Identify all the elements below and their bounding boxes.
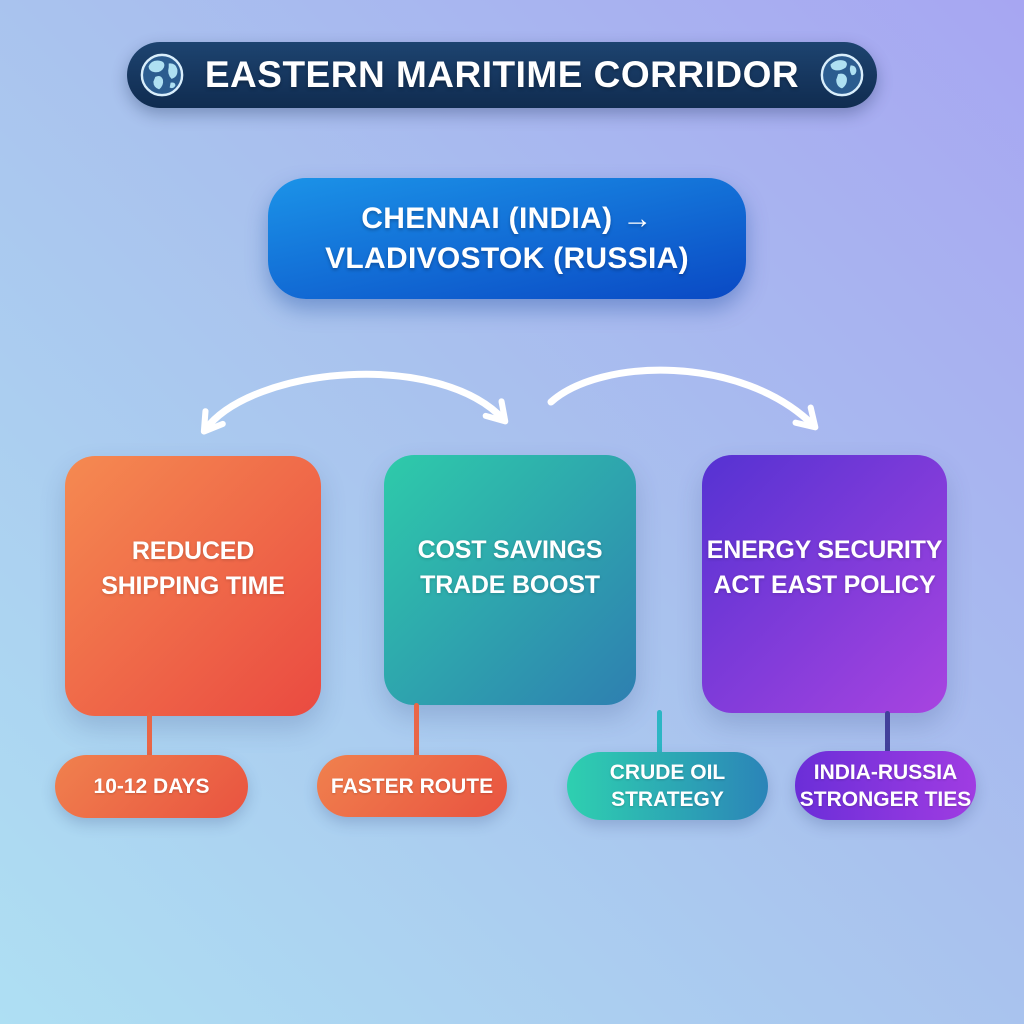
benefit-card-cost-savings-trade-boost: COST SAVINGS TRADE BOOST (384, 455, 636, 705)
globe-africa-icon (820, 53, 864, 97)
benefit-card-reduced-shipping-time: REDUCED SHIPPING TIME (65, 456, 321, 716)
route-origin-line: CHENNAI (INDIA) → (361, 199, 652, 239)
tag-pill-10-12-days: 10-12 DAYS (55, 755, 248, 818)
benefit-card-title-line: REDUCED (131, 537, 255, 565)
connector-line (657, 710, 662, 757)
tag-pill-crude-oil-strategy: CRUDE OIL STRATEGY (567, 752, 768, 820)
header-banner: EASTERN MARITIME CORRIDOR (127, 42, 877, 108)
globe-americas-icon (140, 53, 184, 97)
benefit-card-title-line: TRADE BOOST (420, 571, 600, 599)
curved-arrow-right-icon (547, 366, 819, 431)
tag-pill-faster-route: FASTER ROUTE (317, 755, 507, 817)
benefit-card-title-line: COST SAVINGS (417, 536, 603, 564)
tag-pill-label-line: FASTER ROUTE (330, 774, 494, 798)
connector-line (147, 712, 152, 758)
route-card: CHENNAI (INDIA) → VLADIVOSTOK (RUSSIA) (268, 178, 746, 299)
benefit-card-title-line: ENERGY SECURITY (706, 536, 943, 564)
benefit-card-energy-security-act-east: ENERGY SECURITY ACT EAST POLICY (702, 455, 947, 713)
route-origin: CHENNAI (INDIA) (361, 201, 613, 235)
tag-pill-india-russia-stronger-ties: INDIA-RUSSIA STRONGER TIES (795, 751, 976, 820)
page-title: EASTERN MARITIME CORRIDOR (204, 54, 800, 95)
tag-pill-label-line: INDIA-RUSSIA (813, 760, 958, 784)
tag-pill-label-line: STRONGER TIES (799, 787, 972, 811)
connector-line (885, 711, 890, 755)
curved-arrow-left-icon (200, 370, 509, 435)
route-destination: VLADIVOSTOK (RUSSIA) (325, 241, 689, 275)
tag-pill-label-line: STRATEGY (611, 788, 724, 811)
right-arrow-icon: → (622, 201, 653, 235)
benefit-card-title-line: ACT EAST POLICY (713, 571, 936, 599)
tag-pill-label-line: 10-12 DAYS (93, 775, 210, 798)
connector-line (414, 703, 419, 758)
route-destination-line: VLADIVOSTOK (RUSSIA) (325, 239, 689, 279)
benefit-card-title-line: SHIPPING TIME (101, 572, 285, 600)
tag-pill-label-line: CRUDE OIL (609, 761, 726, 784)
